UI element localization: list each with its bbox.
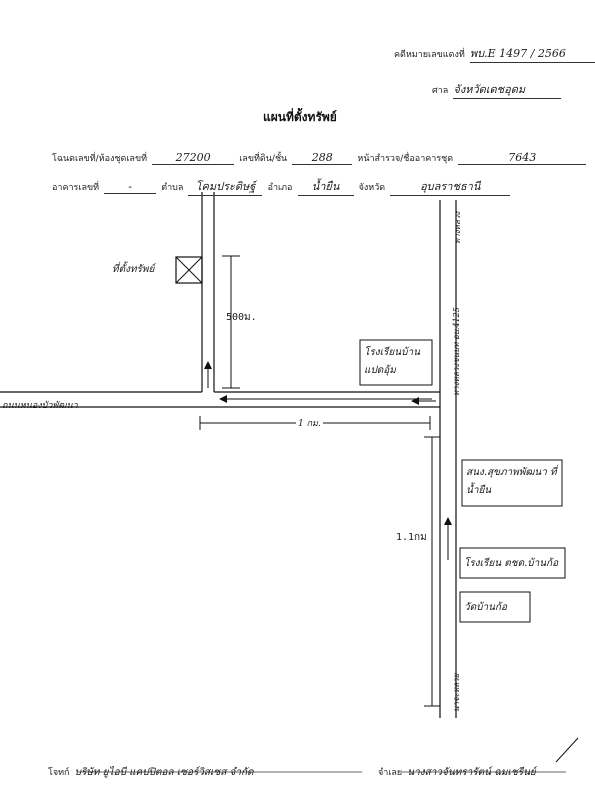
landmark-box-police — [459, 547, 566, 579]
court-row: ศาล จังหวัดเดชอุดม — [432, 78, 562, 99]
case-number-row: คดีหมายเลขแดงที่ พบ.E 1497 / 2566 — [394, 42, 595, 63]
defendant-value: นางสาวจันทรารัตน์ ฉมเชรีนย์ — [407, 767, 536, 778]
road-label-bottom: นาจะหลวย — [452, 673, 461, 712]
landmark-temple: วัดบ้านก้อ — [464, 602, 507, 613]
case-number-value: พบ.E 1497 / 2566 — [469, 44, 595, 63]
province-value: อุบลราชธานี — [390, 177, 511, 196]
court-value: จังหวัดเดชอุดม — [453, 80, 562, 99]
defendant-row: จำเลย นางสาวจันทรารัตน์ ฉมเชรีนย์ — [378, 760, 536, 780]
deed-label: โฉนดเลขที่/ห้องชุดเลขที่ — [52, 154, 148, 164]
district-label: อำเภอ — [267, 183, 293, 193]
landmark-health-office: สนง.สุขภาพพัฒนา ที่น้ำยืน — [466, 467, 557, 496]
landmark-police-school: โรงเรียน ตชด.บ้านก้อ — [464, 558, 559, 569]
signature-stroke — [555, 737, 579, 763]
survey-value: 7643 — [458, 151, 587, 165]
arrow-up-icon — [444, 517, 452, 560]
defendant-label: จำเลย — [378, 768, 403, 778]
landmark-box-temple — [459, 591, 531, 623]
court-label: ศาล — [432, 86, 449, 96]
arrow-left-icon — [411, 397, 436, 405]
survey-label: หน้าสำรวจ/ชื่ออาคารชุด — [357, 154, 454, 164]
arrow-left-icon — [219, 395, 432, 403]
land-no-value: 288 — [292, 151, 353, 165]
plaintiff-label: โจทก์ — [48, 768, 70, 778]
road-label-rural: ทางหลวงชนบท อบ.4125 — [452, 307, 461, 396]
case-number-label: คดีหมายเลขแดงที่ — [394, 50, 465, 60]
arrow-up-icon — [204, 361, 212, 388]
plaintiff-value: บริษัท ยูไอบี แคปปิตอล เซอร์วิสเซส จำกัด — [74, 767, 254, 778]
parties-row: โจทก์ บริษัท ยูไอบี แคปปิตอล เซอร์วิสเซส… — [48, 760, 254, 780]
road-label-left: ถนนหนองบัวพัฒนา — [2, 401, 78, 411]
deed-value: 27200 — [152, 151, 235, 165]
building-value: - — [104, 180, 157, 194]
page-title: แผนที่ตั้งทรัพย์ — [263, 110, 337, 124]
landmark-box-school — [359, 339, 433, 386]
location-row: อาคารเลขที่ - ตำบล โคมประดิษฐ์ อำเภอ น้ำ… — [52, 175, 511, 196]
deed-row: โฉนดเลขที่/ห้องชุดเลขที่ 27200 เลขที่ดิน… — [52, 146, 587, 165]
subdistrict-value: โคมประดิษฐ์ — [188, 177, 263, 196]
property-marker-cross — [175, 256, 203, 284]
distance-500m: 500ม. — [226, 312, 257, 323]
district-value: น้ำยืน — [297, 177, 354, 196]
landmark-box-health — [461, 459, 563, 507]
property-location-label: ที่ตั้งทรัพย์ — [112, 264, 155, 275]
property-marker — [175, 256, 203, 284]
landmark-school: โรงเรียนบ้าน แปดอุ้ม — [364, 347, 420, 376]
land-no-label: เลขที่ดิน/ชั้น — [239, 154, 288, 164]
building-label: อาคารเลขที่ — [52, 183, 100, 193]
subdistrict-label: ตำบล — [161, 183, 184, 193]
province-label: จังหวัด — [358, 183, 386, 193]
distance-1km: 1 กม. — [296, 416, 323, 430]
distance-1-1km: 1.1กม — [396, 532, 427, 543]
road-label-highway: ทางหลวง — [453, 211, 462, 244]
